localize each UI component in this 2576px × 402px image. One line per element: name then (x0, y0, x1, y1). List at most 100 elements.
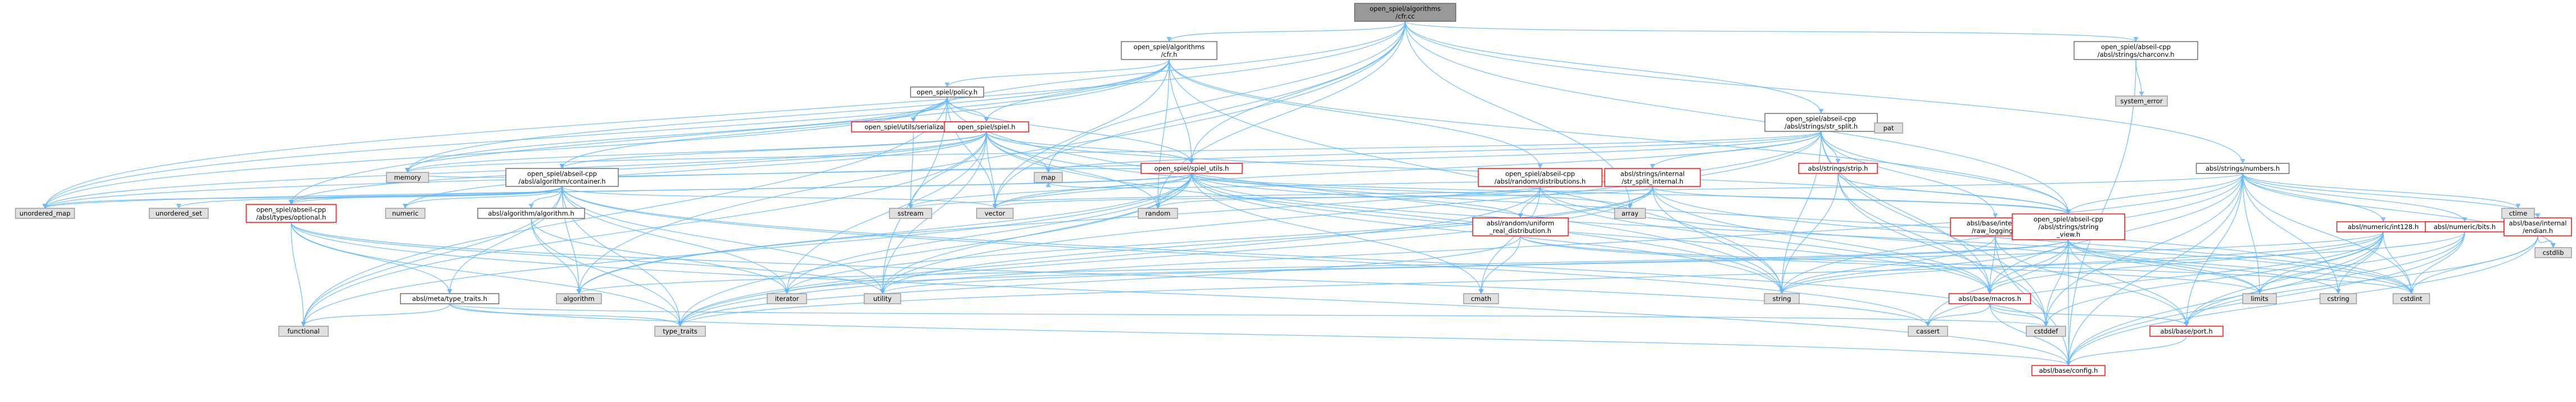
include-edge-uniform_real-to-cmath (1478, 235, 1521, 294)
node-cfr-h[interactable]: open_spiel/algorithms/cfr.h (1121, 41, 1217, 60)
include-edge-spiel_h-to-functional (301, 131, 987, 327)
node-bits[interactable]: absl/numeric/bits.h (2425, 221, 2505, 232)
node-label: /absl/algorithm/container.h (518, 177, 605, 185)
include-edge-spiel_utils-to-macros (1191, 173, 1993, 294)
include-edge-int128-to-macros (1987, 231, 2384, 294)
include-edge-spiel_utils-to-cmath (1191, 173, 1484, 294)
node-label: /absl/strings/str_split.h (1785, 122, 1858, 130)
node-macros[interactable]: absl/base/macros.h (1948, 293, 2031, 304)
include-edge-int128-to-utility (880, 231, 2384, 294)
include-edge-str_split-to-map (1045, 131, 1822, 173)
include-edge-numbers-to-int128 (2242, 173, 2386, 222)
include-edge-optional-to-functional (291, 222, 306, 327)
node-config[interactable]: absl/base/config.h (2031, 365, 2106, 376)
node-type-traits-h[interactable]: absl/meta/type_traits.h (400, 293, 500, 304)
node-label: ctime (2509, 209, 2527, 217)
node-unordered-map: unordered_map (15, 208, 75, 219)
node-distributions[interactable]: open_spiel/abseil-cpp/absl/random/distri… (1478, 168, 1602, 187)
node-port[interactable]: absl/base/port.h (2149, 326, 2224, 337)
node-label: absl/random/uniform (1487, 219, 1554, 227)
node-vector: vector (976, 208, 1014, 219)
node-label: /absl/types/optional.h (256, 213, 326, 221)
node-spiel-utils[interactable]: open_spiel/spiel_utils.h (1140, 163, 1243, 174)
node-limits: limits (2242, 293, 2277, 304)
node-numbers[interactable]: absl/strings/numbers.h (2195, 163, 2290, 174)
include-edge-numbers-to-ctime (2242, 173, 2521, 209)
include-edge-root-to-string_view (1405, 21, 2071, 214)
include-edge-spiel_h-to-random (986, 131, 1161, 209)
node-label: functional (287, 327, 319, 335)
include-edge-str_split-to-utility (880, 131, 1822, 294)
include-edge-charconv-to-config (2066, 59, 2136, 366)
include-edge-cfr_h-to-string_view (1169, 59, 2071, 214)
node-endian[interactable]: absl/base/internal/endian.h (2503, 217, 2572, 236)
node-label: absl/strings/internal (1620, 170, 1685, 177)
include-edge-raw_logging-to-string (1779, 235, 1996, 294)
node-string-view[interactable]: open_spiel/abseil-cpp/absl/strings/strin… (2012, 213, 2125, 240)
include-edge-string_view-to-limits (2068, 239, 2262, 294)
node-optional[interactable]: open_spiel/abseil-cpp/absl/types/optiona… (246, 204, 337, 223)
node-spiel-h[interactable]: open_spiel/spiel.h (944, 121, 1029, 133)
node-label: open_spiel/utils/serialization.h (864, 123, 962, 131)
node-label: unordered_set (156, 209, 202, 217)
node-label: absl/algorithm/algorithm.h (488, 209, 574, 217)
node-cstdlib: cstdlib (2534, 247, 2572, 258)
include-edge-container-to-algorithm_h (528, 186, 563, 209)
include-edge-raw_logging-to-port (1995, 235, 2189, 327)
node-label: open_spiel/abseil-cpp (2101, 43, 2171, 51)
node-policy-h[interactable]: open_spiel/policy.h (910, 86, 984, 98)
node-container[interactable]: open_spiel/abseil-cpp/absl/algorithm/con… (505, 168, 619, 187)
include-edge-endian-to-config (2066, 235, 2538, 366)
node-strip[interactable]: absl/strings/strip.h (1798, 163, 1878, 174)
node-label: cstdlib (2543, 249, 2564, 257)
node-label: absl/base/internal (2509, 219, 2567, 227)
node-label: cstddef (2034, 327, 2058, 335)
include-edge-string_view-to-cstddef (2043, 239, 2069, 327)
include-edge-spiel_h-to-map (986, 131, 1051, 173)
node-uniform-real[interactable]: absl/random/uniform_real_distribution.h (1472, 217, 1569, 236)
node-charconv[interactable]: open_spiel/abseil-cpp/absl/strings/charc… (2074, 41, 2198, 60)
node-pat: pat (1874, 122, 1903, 134)
node-label: open_spiel/abseil-cpp (1505, 170, 1575, 177)
include-edge-endian-to-cstdlib (2537, 235, 2556, 248)
include-edge-numbers-to-config (2066, 173, 2243, 366)
node-label: open_spiel/abseil-cpp (1786, 115, 1856, 122)
node-label: absl/strings/strip.h (1808, 165, 1868, 172)
node-int128[interactable]: absl/numeric/int128.h (2336, 221, 2430, 232)
include-edge-container-to-vector (562, 186, 998, 209)
include-edge-int128-to-cstdint (2383, 231, 2414, 294)
node-algorithm-h[interactable]: absl/algorithm/algorithm.h (477, 208, 585, 219)
include-edge-root-to-serialization (911, 21, 1406, 122)
include-edge-cfr_h-to-optional (288, 59, 1170, 205)
include-edge-str_split-to-split_internal (1650, 131, 1822, 169)
node-label: absl/base/port.h (2160, 327, 2212, 335)
include-edge-strip-to-macros (1837, 173, 1993, 294)
node-split-internal[interactable]: absl/strings/internal/str_split_internal… (1604, 168, 1701, 187)
include-edge-str_split-to-string_view (1821, 131, 2071, 214)
node-label: absl/strings/numbers.h (2206, 165, 2280, 172)
include-edge-macros-to-port (1989, 303, 2189, 327)
node-label: open_spiel/abseil-cpp (256, 205, 326, 213)
include-edge-port-to-config (2066, 336, 2187, 366)
include-edge-numbers-to-string_view (2066, 173, 2243, 214)
node-label: open_spiel/algorithms (1134, 43, 1205, 51)
node-random: random (1138, 208, 1178, 219)
include-edge-split_internal-to-macros (1652, 186, 1993, 294)
node-label: /cfr.h (1161, 51, 1178, 58)
include-edge-root-to-unordered_map (42, 21, 1406, 209)
node-label: type_traits (663, 327, 697, 335)
include-edge-split_internal-to-string_view (1652, 186, 2071, 214)
node-label: /absl/strings/charconv.h (2098, 51, 2175, 58)
include-edge-container-to-functional (301, 186, 563, 327)
node-str-split[interactable]: open_spiel/abseil-cpp/absl/strings/str_s… (1764, 113, 1878, 132)
node-label: iterator (775, 295, 799, 303)
include-edge-root-to-algorithm (576, 21, 1406, 294)
node-label: cstdint (2400, 295, 2423, 303)
include-edge-cfr_h-to-string (1169, 59, 1785, 294)
include-edge-optional-to-type_traits (291, 222, 683, 327)
include-edge-str_split-to-unordered_map (42, 131, 1822, 209)
node-label: open_spiel/spiel.h (958, 123, 1016, 131)
include-edge-numbers-to-bits (2242, 173, 2468, 222)
include-edge-split_internal-to-type_traits (677, 186, 1653, 327)
